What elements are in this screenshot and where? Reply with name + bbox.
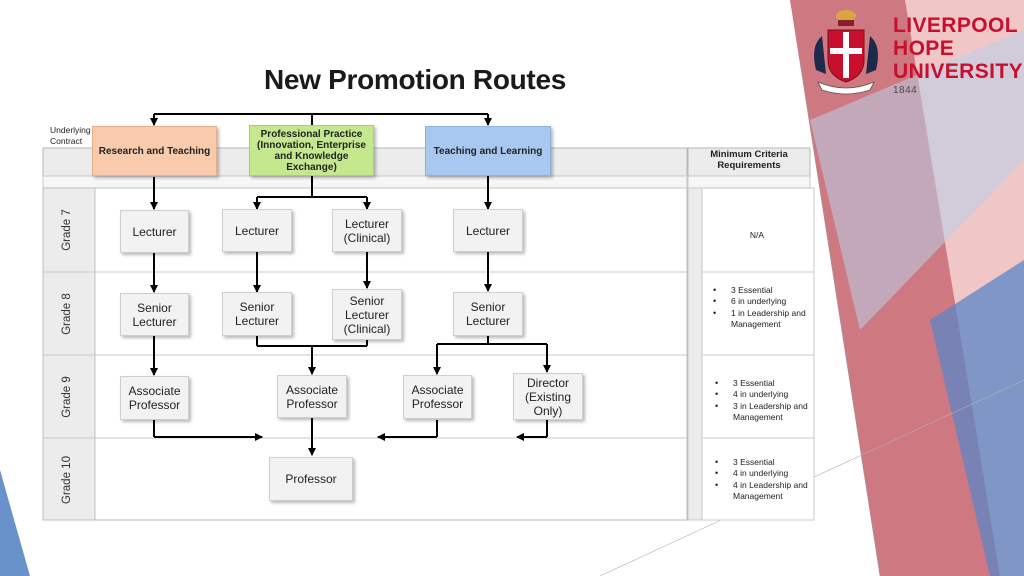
role-box-g8-research-senior-lecturer: Senior Lecturer xyxy=(120,293,189,336)
criteria-gutter xyxy=(687,187,703,521)
role-box-g8-practice-senior-lecturer-clinical: Senior Lecturer (Clinical) xyxy=(332,289,402,340)
role-box-g9-research-associate-professor: Associate Professor xyxy=(120,376,189,420)
university-wordmark: LIVERPOOL HOPE UNIVERSITY 1844 xyxy=(893,14,1023,96)
route-professional-practice: Professional Practice (Innovation, Enter… xyxy=(249,125,374,176)
underlying-contract-label: Underlying Contract xyxy=(50,125,91,146)
role-box-g9-practice-associate-professor: Associate Professor xyxy=(277,375,347,418)
criteria-item: 1 in Leadership and Management xyxy=(713,308,809,331)
wordmark-line-3: UNIVERSITY xyxy=(893,60,1024,83)
route-connectors xyxy=(150,175,551,456)
criteria-item: 3 Essential xyxy=(715,378,811,390)
role-box-g7-research-lecturer: Lecturer xyxy=(120,210,189,253)
role-box-g7-practice-lecturer-clinical: Lecturer (Clinical) xyxy=(332,209,402,252)
grade-column xyxy=(42,187,96,521)
criteria-grade-7: N/A xyxy=(749,230,765,240)
wordmark-line-2: HOPE xyxy=(893,37,955,60)
role-box-g7-teaching-lecturer: Lecturer xyxy=(453,209,523,252)
criteria-item: 3 Essential xyxy=(713,285,809,297)
criteria-item: 3 Essential xyxy=(715,457,811,469)
criteria-item: 4 in underlying xyxy=(715,468,811,480)
role-box-g10-professor: Professor xyxy=(269,457,353,501)
route-teaching-learning: Teaching and Learning xyxy=(425,126,551,176)
role-box-g7-practice-lecturer: Lecturer xyxy=(222,209,292,252)
wordmark-year: 1844 xyxy=(893,85,918,96)
criteria-grade-8: 3 Essential 6 in underlying 1 in Leaders… xyxy=(713,285,809,330)
decor-left-accent xyxy=(0,470,30,576)
criteria-item: 6 in underlying xyxy=(713,296,809,308)
header-subband xyxy=(42,175,688,189)
role-box-g8-practice-senior-lecturer: Senior Lecturer xyxy=(222,292,292,336)
grade-label-7: Grade 7 xyxy=(61,209,73,251)
decor-line xyxy=(799,59,881,576)
criteria-item: 4 in Leadership and Management xyxy=(715,480,811,503)
role-box-g9-teaching-associate-professor: Associate Professor xyxy=(403,375,472,419)
criteria-subband xyxy=(687,175,811,189)
criteria-item: 3 in Leadership and Management xyxy=(715,401,811,424)
top-connector xyxy=(150,113,492,126)
grade-label-9: Grade 9 xyxy=(61,376,73,418)
role-box-g8-teaching-senior-lecturer: Senior Lecturer xyxy=(453,292,523,336)
decor-lightblue-panel xyxy=(810,30,1024,330)
university-crest-logo xyxy=(814,10,878,95)
decor-blue-panel xyxy=(930,260,1024,576)
route-research-teaching: Research and Teaching xyxy=(92,126,217,176)
slide-title: New Promotion Routes xyxy=(263,64,566,95)
criteria-grade-9: 3 Essential 4 in underlying 3 in Leaders… xyxy=(715,378,811,423)
wordmark-line-1: LIVERPOOL xyxy=(893,14,1018,37)
minimum-criteria-header: Minimum Criteria Requirements xyxy=(710,149,788,171)
grade-label-10: Grade 10 xyxy=(61,456,73,504)
criteria-grade-10: 3 Essential 4 in underlying 4 in Leaders… xyxy=(715,457,811,502)
role-box-g9-director-existing-only: Director (Existing Only) xyxy=(513,373,583,420)
criteria-item: 4 in underlying xyxy=(715,389,811,401)
criteria-header-band xyxy=(687,147,811,177)
grade-label-8: Grade 8 xyxy=(61,293,73,335)
